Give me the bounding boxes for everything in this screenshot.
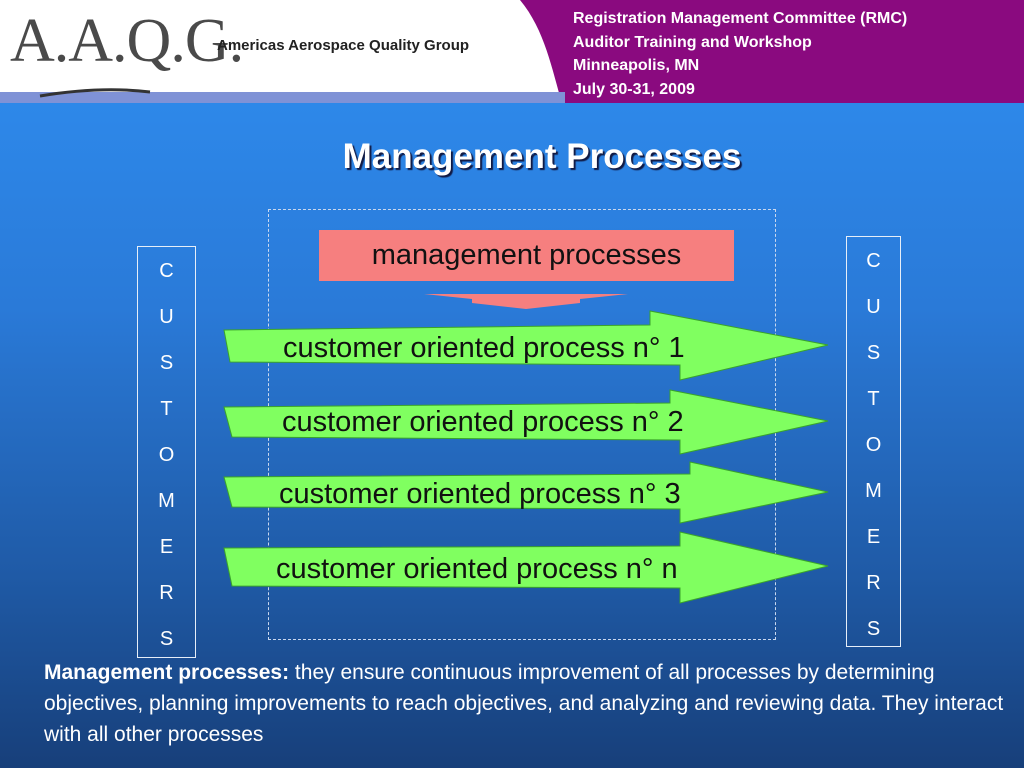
customers-letter: O [158,444,175,466]
customers-letter: R [159,582,174,604]
organization-name: Americas Aerospace Quality Group [217,37,470,54]
process-arrow-2 [223,389,829,455]
slide-title: Management Processes [342,137,742,176]
customers-letter: U [866,296,881,318]
customers-letter: U [159,306,174,328]
event-info: Registration Management Committee (RMC) … [573,7,1018,101]
customers-letter: M [158,490,175,512]
customers-left-column: C U S T O M E R S [137,246,196,658]
customers-letter: S [866,342,881,364]
logo-swoosh [39,88,151,98]
slide-header: A.A.Q.G. Americas Aerospace Quality Grou… [0,0,1024,103]
header-white-panel [0,0,562,103]
customers-right-column: C U S T O M E R S [846,236,901,647]
customers-letter: T [160,398,173,420]
header-background [0,0,1024,103]
process-arrow-n [223,531,829,604]
event-line-date: July 30-31, 2009 [573,80,695,98]
process-label-2: customer oriented process n° 2 [282,406,684,438]
process-label-n: customer oriented process n° n [276,553,678,585]
logo-text: A.A.Q.G. [10,7,244,75]
customers-letter: S [159,628,174,650]
management-processes-box: management processes [319,230,734,281]
event-line-workshop: Auditor Training and Workshop [573,33,812,51]
customers-letter: C [866,250,881,272]
description-paragraph: Management processes: they ensure contin… [44,657,1004,750]
customers-letter: R [866,572,881,594]
description-text: they ensure continuous improvement of al… [44,661,1004,746]
customers-letter: O [865,434,882,456]
description-term: Management processes: [44,661,290,684]
customers-letter: M [865,480,882,502]
event-line-committee: Registration Management Committee (RMC) [573,10,908,27]
process-arrow-3 [223,461,829,524]
customers-letter: S [866,618,881,640]
process-label-1: customer oriented process n° 1 [283,332,685,364]
customers-letter: C [159,260,174,282]
process-arrow-1 [223,310,829,381]
customers-letter: T [867,388,880,410]
customers-letter: E [159,536,174,558]
header-blue-stripe [0,92,565,103]
customers-letter: S [159,352,174,374]
customers-letter: E [866,526,881,548]
process-label-3: customer oriented process n° 3 [279,478,681,510]
event-line-location: Minneapolis, MN [573,57,700,74]
management-down-arrow [424,294,628,309]
